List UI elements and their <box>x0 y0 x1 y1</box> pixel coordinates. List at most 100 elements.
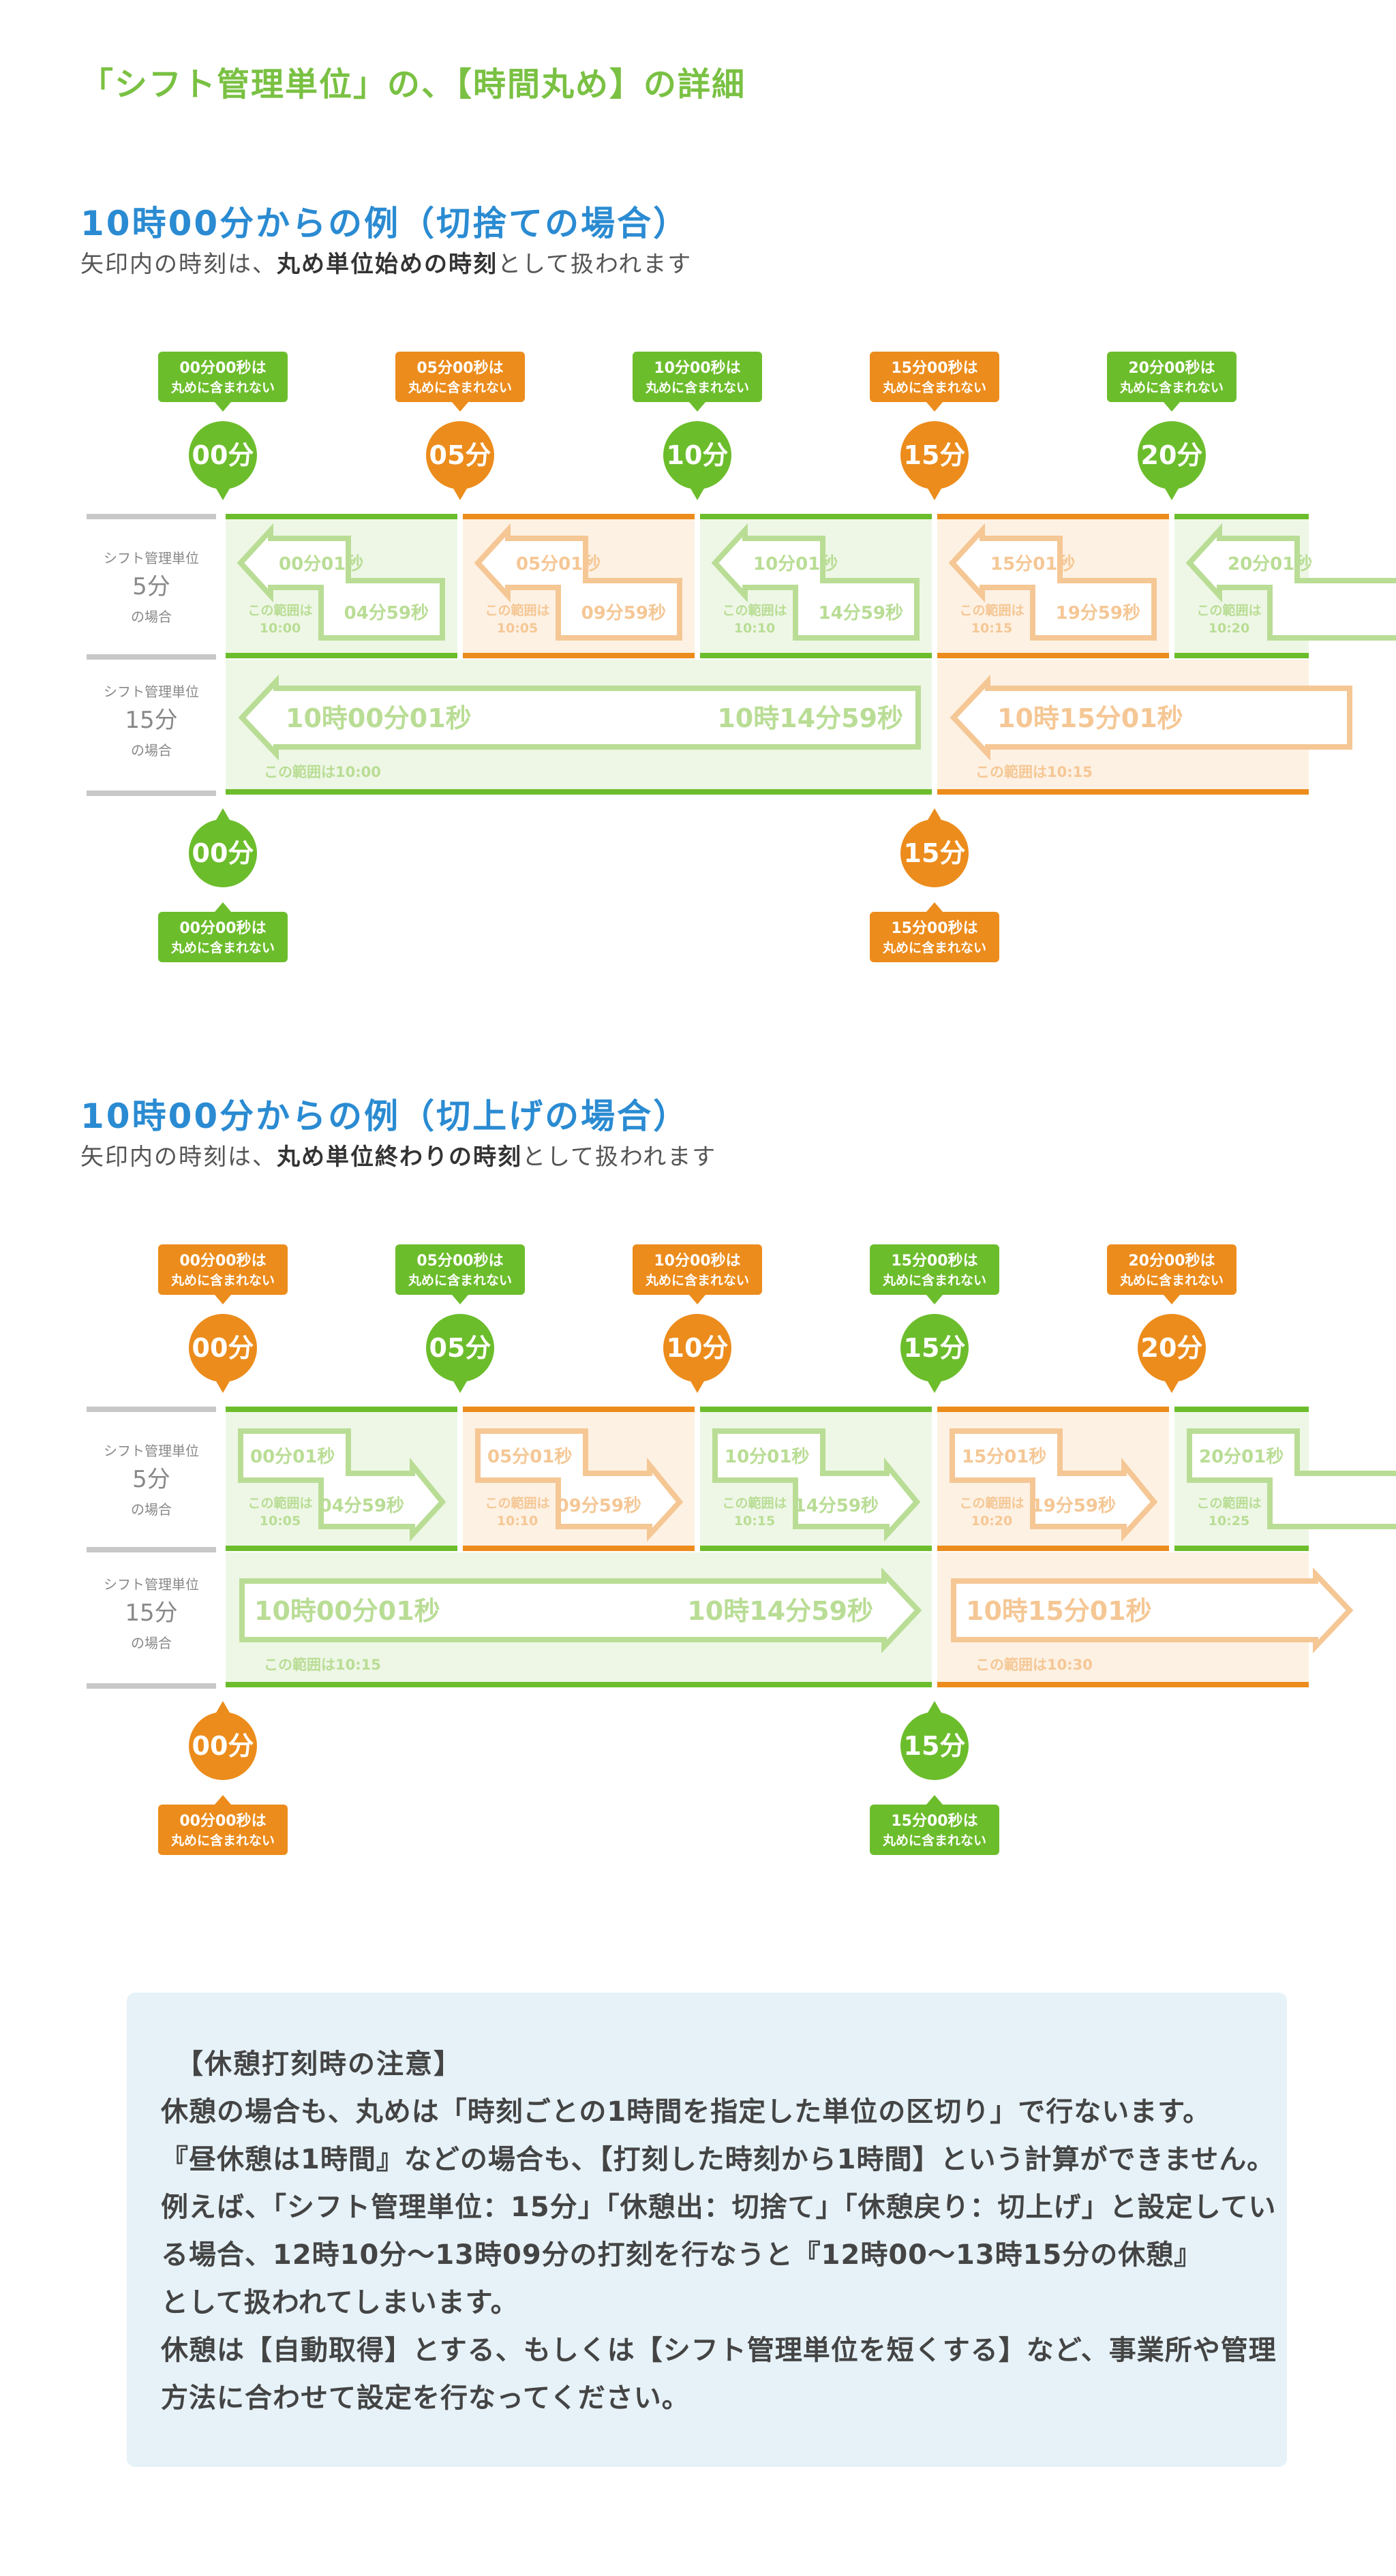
top-marker-1-label: 05分 <box>429 1333 491 1363</box>
top-marker-2-note-pointer <box>689 402 705 412</box>
top-marker-2-note-line2: 丸めに含まれない <box>645 1272 749 1288</box>
row5-range-label: この範囲は <box>722 1495 787 1511</box>
row5-range-time: 10:10 <box>497 1514 538 1529</box>
row5-segment-bottomline <box>226 1546 457 1551</box>
row5-start-time: 05分01秒 <box>516 554 601 574</box>
bottom-marker-1-note-box <box>870 1805 999 1855</box>
row15-label-unit: シフト管理単位 <box>104 1576 199 1593</box>
top-marker-0-note-pointer <box>215 402 231 412</box>
top-marker-2-note-line1: 10分00秒は <box>654 360 740 377</box>
top-marker-2-pin <box>663 421 731 489</box>
bottom-marker-1-label: 15分 <box>904 1731 966 1761</box>
row5-segment-topline <box>937 514 1169 519</box>
row5-range-label: この範囲は <box>485 1495 549 1511</box>
row5-segment-topline <box>226 1407 457 1412</box>
row5-arrow <box>1187 1428 1396 1529</box>
top-marker-1-pin <box>426 1314 494 1382</box>
top-marker-3-note-line2: 丸めに含まれない <box>882 380 986 395</box>
row15-segment-bottomline <box>226 1682 932 1687</box>
top-marker-3-note-line2: 丸めに含まれない <box>882 1272 986 1288</box>
page-title: 「シフト管理単位」の、【時間丸め】の詳細 <box>80 65 746 104</box>
bottom-marker-0-pin <box>189 819 257 887</box>
row15-range-label: この範囲は10:15 <box>264 1657 381 1673</box>
row15-start-time: 10時00分01秒 <box>254 1596 440 1626</box>
row5-arrow <box>238 1428 446 1542</box>
row15-end-time: 10時14分59秒 <box>717 703 903 733</box>
top-marker-3-pin <box>900 1314 969 1382</box>
row5-range-time: 10:05 <box>260 1514 301 1529</box>
row5-segment-topline <box>1174 1407 1309 1412</box>
row5-end-time: 14分59秒 <box>794 1496 879 1516</box>
row5-segment-bottomline <box>226 653 457 658</box>
top-marker-4-pin <box>1138 421 1206 489</box>
bottom-marker-1-label: 15分 <box>904 838 966 868</box>
top-marker-4-note-line2: 丸めに含まれない <box>1119 1272 1224 1288</box>
row5-arrow <box>948 523 1157 641</box>
section-2-subtitle: 矢印内の時刻は、丸め単位終わりの時刻として扱われます <box>80 1138 716 1171</box>
row5-label-unit: シフト管理単位 <box>104 1443 199 1459</box>
row5-segment-topline <box>937 1407 1169 1412</box>
top-marker-2-note-box <box>633 1244 762 1295</box>
top-marker-4-note-box <box>1107 352 1236 402</box>
row15-arrow <box>238 674 921 761</box>
top-marker-2-note-pointer <box>689 1295 705 1304</box>
top-marker-1-note-line2: 丸めに含まれない <box>408 380 512 395</box>
row15-segment-bottomline <box>937 789 1309 795</box>
top-marker-2-note-line1: 10分00秒は <box>654 1253 740 1270</box>
row5-arrow <box>950 1428 1158 1542</box>
row-divider-0 <box>87 514 216 519</box>
caution-note-line: 休憩の場合も、丸めは「時刻ごとの1時間を指定した単位の区切り」で行ないます。 <box>161 2096 1211 2128</box>
row5-start-time: 15分01秒 <box>962 1447 1046 1467</box>
bottom-marker-0-note-box <box>158 912 288 962</box>
top-marker-3-pin <box>900 421 969 489</box>
row15-label-value: 15分 <box>125 1599 177 1627</box>
top-marker-0-note-line1: 00分00秒は <box>179 360 266 377</box>
row-divider-1 <box>87 654 216 660</box>
top-marker-1-note-box <box>395 1244 525 1295</box>
caution-note-line: 『昼休憩は1時間』などの場合も、【打刻した時刻から1時間】という計算ができません… <box>161 2144 1275 2175</box>
top-marker-4-note-line1: 20分00秒は <box>1128 1253 1215 1270</box>
caution-note-box <box>127 1993 1287 2467</box>
bottom-marker-0-pin <box>189 1712 257 1780</box>
top-marker-1-note-pointer <box>452 402 468 412</box>
top-marker-1-note-line1: 05分00秒は <box>416 360 503 377</box>
row5-segment-bottomline <box>700 653 932 658</box>
caution-note-line: 休憩は【自動取得】とする、もしくは【シフト管理単位を短くする】など、事業所や管理 <box>161 2335 1277 2366</box>
section-2-subtitle-pre: 矢印内の時刻は、 <box>80 1144 277 1171</box>
row5-start-time: 00分01秒 <box>250 1447 335 1467</box>
bottom-marker-0-note-box <box>158 1805 288 1855</box>
section-2-subtitle-post: として扱われます <box>522 1144 717 1171</box>
top-marker-0-label: 00分 <box>192 1333 254 1363</box>
row5-end-time: 09分59秒 <box>557 1496 641 1516</box>
row5-range-time: 10:05 <box>497 621 538 636</box>
top-marker-4-label: 20分 <box>1141 1333 1203 1363</box>
row5-start-time: 20分01秒 <box>1199 1447 1284 1467</box>
top-marker-3-note-line1: 15分00秒は <box>891 360 977 377</box>
top-marker-0-note-line1: 00分00秒は <box>179 1253 266 1270</box>
top-marker-4-note-line2: 丸めに含まれない <box>1119 380 1224 395</box>
section-1-subtitle: 矢印内の時刻は、丸め単位始めの時刻として扱われます <box>80 245 692 279</box>
row5-start-time: 10分01秒 <box>753 554 838 574</box>
bottom-marker-1-note-pointer <box>926 902 943 912</box>
row5-range-label: この範囲は <box>485 602 549 618</box>
section-1-title: 10時00分からの例（切捨ての場合） <box>80 204 690 243</box>
row15-range-label: この範囲は10:15 <box>975 764 1093 780</box>
row5-segment-bottomline <box>463 653 695 658</box>
row15-segment-bottomline <box>937 1682 1309 1687</box>
row5-segment-topline <box>700 514 932 519</box>
caution-note-line: 方法に合わせて設定を行なってください。 <box>161 2382 690 2414</box>
row5-start-time: 20分01秒 <box>1228 554 1312 574</box>
bottom-marker-0-note-line1: 00分00秒は <box>179 1813 266 1830</box>
section-2-subtitle-bold: 丸め単位終わりの時刻 <box>277 1144 522 1171</box>
row5-segment-bottomline <box>1174 653 1309 658</box>
top-marker-1-note-box <box>395 352 525 402</box>
row5-start-time: 00分01秒 <box>279 554 363 574</box>
row15-label-suffix: の場合 <box>131 742 172 758</box>
row5-arrow <box>474 523 682 641</box>
row-divider-1 <box>87 1547 216 1552</box>
row-divider-0 <box>87 1407 216 1412</box>
bottom-marker-0-note-pointer <box>215 902 231 912</box>
bottom-marker-1-note-box <box>870 912 999 962</box>
top-marker-1-note-line1: 05分00秒は <box>416 1253 503 1270</box>
row15-label-unit: シフト管理単位 <box>104 684 199 700</box>
